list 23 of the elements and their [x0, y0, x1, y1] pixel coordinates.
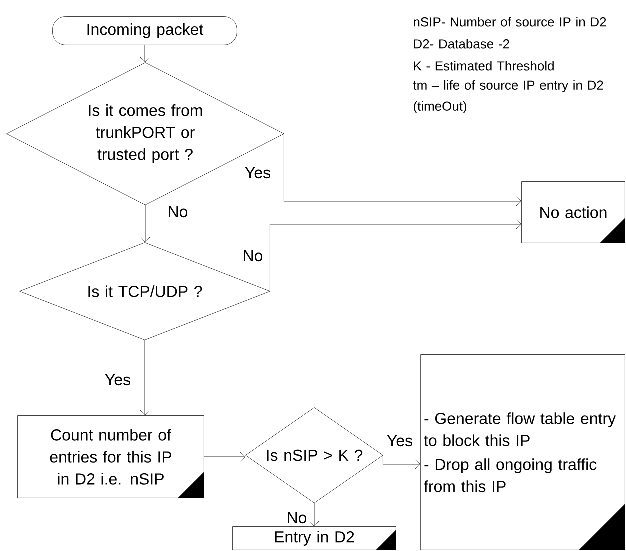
- arrow: [140, 204, 150, 243]
- edge-label: Yes: [244, 166, 272, 180]
- process-box: Count number of entries for this IP in D2 i.e. nSIP: [18, 416, 204, 498]
- arrow: [270, 220, 522, 292]
- arrow: [284, 134, 522, 206]
- arrow: [383, 455, 421, 470]
- arrow: [204, 452, 246, 462]
- note-text: nSIP- Number of source IP in D2: [414, 17, 606, 27]
- start-terminal: Incoming packet: [52, 16, 238, 46]
- edge-label: Yes: [104, 373, 132, 387]
- edge-label: No: [242, 249, 264, 263]
- edge-label: No: [286, 511, 308, 525]
- edge-label: Yes: [386, 434, 414, 448]
- arrow: [310, 502, 320, 527]
- process-box: Entry in D2: [232, 526, 396, 550]
- arrow: [140, 340, 150, 416]
- arrow: [140, 44, 150, 63]
- note-text: D2- Database -2: [414, 39, 510, 49]
- edge-label: No: [166, 205, 190, 219]
- note-text: tm – life of source IP entry in D2 (timeOut): [413, 80, 604, 114]
- note-text: K - Estimated Threshold: [414, 61, 554, 71]
- process-box: - Generate flow table entry to block this IP - Drop all ongoing traffic from this IP: [420, 354, 626, 550]
- process-box: No action: [522, 182, 626, 244]
